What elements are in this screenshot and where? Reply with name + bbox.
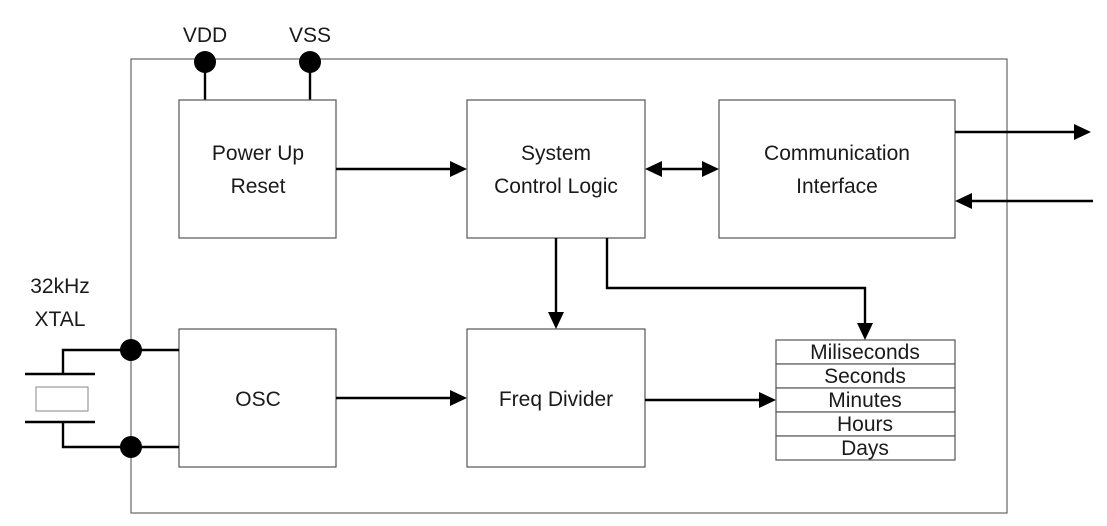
power-up-reset-line2: Reset [231, 175, 286, 198]
crystal-label-line1: 32kHz [30, 275, 90, 298]
osc-block: OSC [178, 328, 337, 468]
freq-divider-label: Freq Divider [499, 388, 613, 411]
xtal-pin-1 [120, 339, 142, 361]
register-seconds: Seconds [824, 365, 906, 388]
system-control-logic-line1: System [521, 142, 591, 165]
power-up-reset-block: Power Up Reset [178, 99, 337, 239]
arrow-osc-to-divider [336, 390, 467, 406]
arrow-comm-output [955, 124, 1091, 140]
osc-label: OSC [235, 388, 281, 411]
communication-interface-block: Communication Interface [718, 99, 956, 239]
crystal-body [35, 386, 89, 412]
register-minutes: Minutes [828, 389, 902, 412]
vss-label: VSS [289, 24, 331, 47]
arrow-comm-input [955, 193, 1093, 209]
register-miliseconds: Miliseconds [810, 341, 920, 364]
crystal: 32kHz XTAL [25, 275, 179, 458]
freq-divider-block: Freq Divider [466, 328, 646, 468]
communication-interface-line2: Interface [796, 175, 878, 198]
vdd-pin-dot [194, 51, 216, 73]
xtal-pin-2 [120, 436, 142, 458]
communication-interface-line1: Communication [764, 142, 910, 165]
arrow-control-to-registers [605, 238, 873, 340]
arrow-control-to-divider [548, 238, 564, 329]
register-hours: Hours [837, 413, 893, 436]
vss-pin-dot [299, 51, 321, 73]
power-up-reset-line1: Power Up [212, 142, 304, 165]
register-days: Days [841, 437, 889, 460]
register-stack: Miliseconds Seconds Minutes Hours Days [775, 339, 956, 461]
vss-pin: VSS [289, 24, 331, 100]
system-control-logic-line2: Control Logic [494, 175, 618, 198]
vdd-label: VDD [183, 24, 227, 47]
arrow-control-comm-bidirectional [645, 161, 719, 177]
arrow-divider-to-registers [645, 392, 776, 408]
vdd-pin: VDD [183, 24, 227, 100]
chip-outline [130, 58, 1008, 514]
arrow-reset-to-control [336, 161, 467, 177]
crystal-label-line2: XTAL [35, 308, 86, 331]
system-control-logic-block: System Control Logic [466, 99, 646, 239]
